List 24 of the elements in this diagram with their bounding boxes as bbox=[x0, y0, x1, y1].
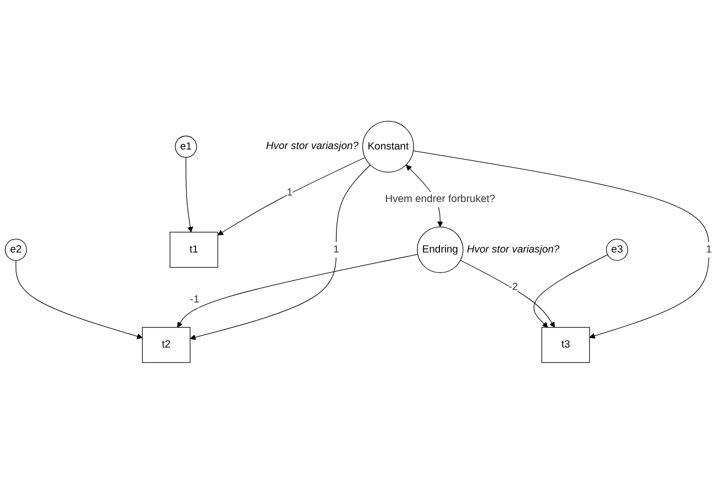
node-label: Hvor stor variasjon? bbox=[466, 244, 560, 255]
node-box: t2 bbox=[142, 326, 190, 362]
arrow bbox=[460, 260, 555, 328]
node-box: t1 bbox=[170, 231, 218, 268]
node-circle: e3 bbox=[606, 238, 628, 260]
node-circle: e2 bbox=[4, 238, 27, 260]
arrow bbox=[177, 254, 418, 328]
edge-label: -1 bbox=[190, 294, 200, 305]
arrow bbox=[186, 156, 194, 232]
node-circle: e1 bbox=[174, 135, 197, 158]
edge-label: Hvem endrer forbruket? bbox=[385, 193, 496, 204]
arrow bbox=[534, 254, 608, 328]
node-box: t3 bbox=[541, 326, 590, 362]
arrow bbox=[218, 156, 366, 235]
node-circle: Endring bbox=[416, 226, 464, 273]
edge-label: -2 bbox=[508, 281, 518, 292]
edge-label: 1 bbox=[706, 244, 712, 255]
node-label: Hvor stor variasjon? bbox=[266, 140, 359, 152]
edge-label: 1 bbox=[333, 244, 340, 255]
node-circle: Konstant bbox=[362, 120, 414, 172]
edge-label: 1 bbox=[286, 186, 293, 198]
arrow bbox=[16, 260, 143, 339]
arrow bbox=[190, 164, 371, 340]
arrow bbox=[412, 150, 710, 338]
